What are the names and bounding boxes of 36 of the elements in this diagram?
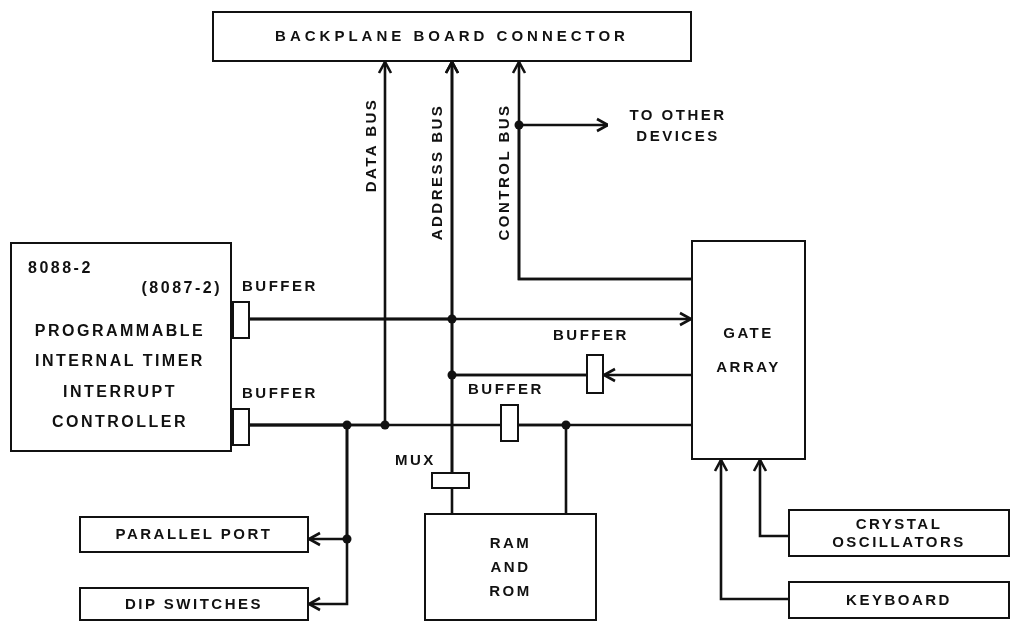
block-label: GATE ARRAY <box>715 322 782 377</box>
block-label: RAM AND ROM <box>488 533 533 601</box>
arrow <box>250 423 349 612</box>
block-label: KEYBOARD <box>846 590 952 610</box>
keyboard-box <box>788 581 1010 619</box>
memory-box <box>424 513 597 621</box>
buffer-symbol <box>232 301 250 339</box>
part-number: (8087-2) <box>140 278 222 298</box>
buffer-symbol <box>500 404 519 442</box>
arrow <box>517 117 691 281</box>
part-number: 8088-2 <box>28 258 94 278</box>
component-label: BUFFER <box>242 384 318 401</box>
block-label: BACKPLANE BOARD CONNECTOR <box>275 27 629 46</box>
arrow <box>752 458 788 538</box>
block-label: PARALLEL PORT <box>115 525 273 544</box>
block-description: PROGRAMMABLE INTERNAL TIMER INTERRUPT CONTROLLER <box>33 321 207 433</box>
switches-box <box>79 587 309 621</box>
mux-symbol <box>431 472 470 489</box>
connector-line <box>450 489 454 513</box>
block-label: CRYSTAL OSCILLATORS <box>831 515 967 551</box>
component-label: BUFFER <box>242 277 318 294</box>
destination-label: TO OTHER DEVICES <box>628 105 728 146</box>
port-box <box>79 516 309 553</box>
component-label: BUFFER <box>468 380 544 397</box>
connector-line <box>450 373 586 472</box>
connector-line <box>519 423 568 513</box>
buffer-symbol <box>232 408 250 446</box>
component-label: BUFFER <box>553 326 629 343</box>
component-label: MUX <box>395 451 436 468</box>
arrow <box>713 458 788 601</box>
oscillator-box <box>788 509 1010 557</box>
connector-box <box>212 11 692 62</box>
block-label: DIP SWITCHES <box>124 594 264 614</box>
buffer-symbol <box>586 354 604 394</box>
gate-array-box <box>691 240 806 460</box>
processor-box <box>10 242 232 452</box>
